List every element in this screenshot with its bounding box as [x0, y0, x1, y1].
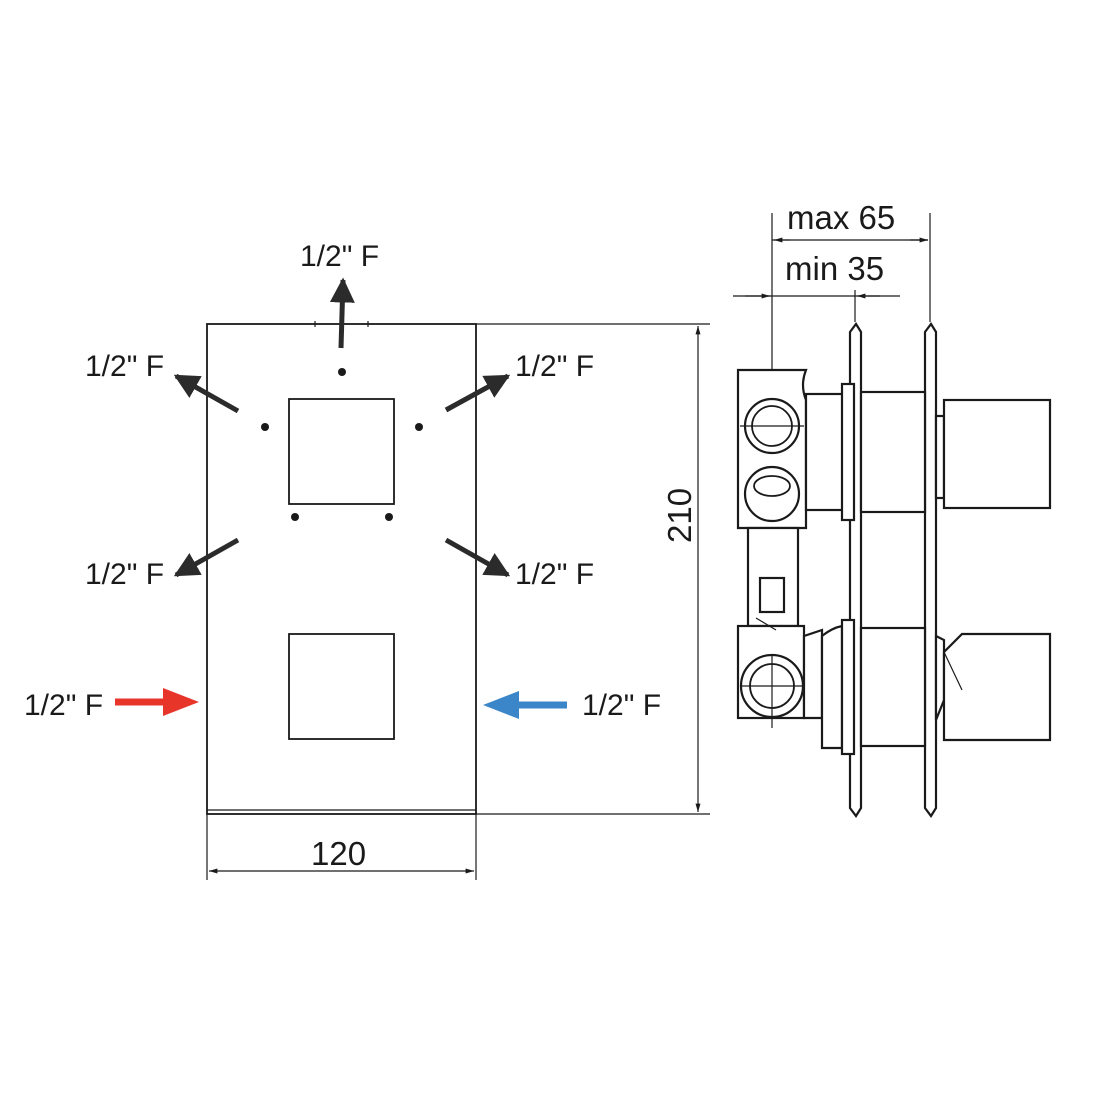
screw-dot	[385, 513, 393, 521]
outlet-label-upper-right: 1/2" F	[515, 350, 594, 383]
screw-dot	[261, 423, 269, 431]
width-dimension: 120	[206, 814, 477, 880]
cold-inlet-arrow	[483, 691, 567, 719]
screw-dot	[415, 423, 423, 431]
outlet-arrow-upper-left	[173, 373, 240, 414]
width-dimension-label: 120	[311, 835, 366, 872]
cover-plate	[206, 323, 477, 815]
front-view: 1/2" F 1/2" F 1/2" F 1/2" F 1/2" F 1/2" …	[24, 240, 710, 880]
min-depth-label: min 35	[785, 250, 884, 287]
side-view: max 65 min 35	[733, 199, 1052, 818]
outlet-arrow-lower-left	[173, 537, 240, 578]
height-dimension: 210	[476, 323, 710, 815]
max-depth-label: max 65	[787, 199, 895, 236]
hot-inlet-label: 1/2" F	[24, 689, 103, 722]
outlet-label-lower-left: 1/2" F	[85, 558, 164, 591]
thermostat-handle-square	[288, 633, 395, 740]
middle-port	[743, 465, 801, 523]
screw-dot	[338, 368, 346, 376]
cover-plate-side	[923, 322, 938, 818]
upper-port	[740, 397, 804, 455]
outlet-arrow-top	[329, 277, 355, 349]
upper-cartridge	[804, 382, 1052, 522]
height-dimension-label: 210	[661, 488, 698, 543]
depth-dimensions: max 65 min 35	[733, 199, 931, 440]
cold-inlet-label: 1/2" F	[582, 689, 661, 722]
outlet-arrow-lower-right	[444, 537, 511, 578]
screw-dot	[291, 513, 299, 521]
outlet-label-lower-right: 1/2" F	[515, 558, 594, 591]
lower-port	[739, 653, 805, 728]
outlet-label-top: 1/2" F	[300, 240, 379, 273]
diverter-handle-square	[288, 398, 395, 505]
outlet-label-upper-left: 1/2" F	[85, 350, 164, 383]
lower-cartridge	[820, 618, 1052, 756]
hot-inlet-arrow	[115, 688, 199, 716]
outlet-arrow-upper-right	[444, 373, 511, 413]
